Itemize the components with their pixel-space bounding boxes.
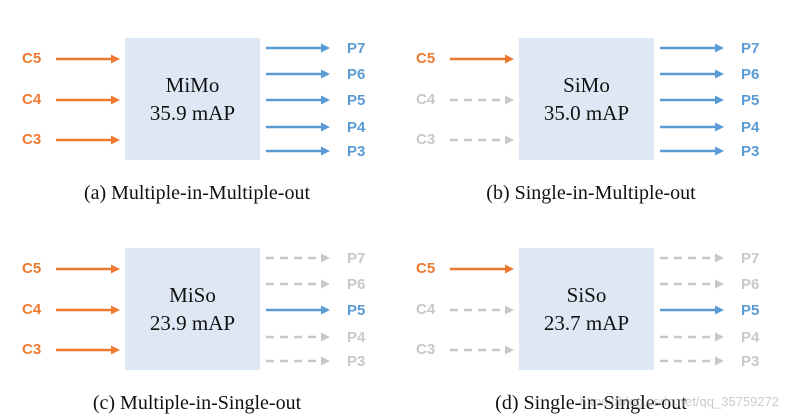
- input-label-c3: C3: [416, 341, 436, 358]
- input-arrow-c4: [450, 305, 514, 315]
- output-arrow-p4: [660, 332, 724, 342]
- module-box: MiMo 35.9 mAP: [125, 38, 260, 160]
- output-label-p5: P5: [347, 302, 366, 319]
- output-arrow-p3: [266, 356, 330, 366]
- input-arrow-c3: [56, 135, 120, 145]
- output-label-p3: P3: [741, 353, 760, 370]
- module-name: SiMo: [563, 73, 610, 97]
- input-arrow-c4: [450, 95, 514, 105]
- output-arrow-p5: [660, 95, 724, 105]
- output-label-p7: P7: [347, 250, 366, 267]
- output-arrow-p7: [266, 253, 330, 263]
- input-label-c3: C3: [416, 131, 436, 148]
- output-arrow-p5: [266, 95, 330, 105]
- output-label-p4: P4: [347, 329, 366, 346]
- output-arrow-p7: [660, 253, 724, 263]
- module-box: MiSo 23.9 mAP: [125, 248, 260, 370]
- input-label-c3: C3: [22, 131, 42, 148]
- input-arrow-c4: [56, 95, 120, 105]
- input-label-c4: C4: [416, 91, 436, 108]
- output-label-p6: P6: [741, 66, 760, 83]
- panel-arrows: [56, 43, 330, 156]
- input-arrow-c5: [450, 264, 514, 274]
- input-label-c4: C4: [416, 301, 436, 318]
- panel-caption: (b) Single-in-Multiple-out: [486, 182, 696, 204]
- output-arrow-p6: [660, 279, 724, 289]
- input-arrow-c3: [450, 135, 514, 145]
- input-arrow-c3: [56, 345, 120, 355]
- module-name: MiSo: [169, 283, 216, 307]
- module-map-score: 35.0 mAP: [543, 101, 630, 125]
- output-label-p6: P6: [741, 276, 760, 293]
- output-arrow-p5: [266, 305, 330, 315]
- panel-caption: (c) Multiple-in-Single-out: [92, 392, 302, 414]
- output-label-p3: P3: [347, 143, 366, 160]
- panel-caption: (d) Single-in-Single-out: [495, 392, 687, 414]
- panel-arrows: [450, 43, 724, 156]
- input-arrow-c4: [56, 305, 120, 315]
- panel-arrows: [56, 253, 330, 366]
- output-arrow-p5: [660, 305, 724, 315]
- output-arrow-p7: [660, 43, 724, 53]
- input-label-c5: C5: [22, 50, 42, 67]
- panel-caption: (a) Multiple-in-Multiple-out: [83, 182, 311, 204]
- input-label-c4: C4: [22, 91, 42, 108]
- output-arrow-p6: [660, 69, 724, 79]
- input-label-c5: C5: [22, 260, 42, 277]
- output-arrow-p4: [660, 122, 724, 132]
- output-label-p6: P6: [347, 276, 366, 293]
- panel-arrows: [450, 253, 724, 366]
- output-label-p7: P7: [741, 40, 760, 57]
- output-arrow-p6: [266, 279, 330, 289]
- module-name: MiMo: [165, 73, 220, 97]
- output-arrow-p4: [266, 122, 330, 132]
- output-label-p5: P5: [741, 302, 760, 319]
- output-label-p4: P4: [741, 329, 760, 346]
- output-arrow-p3: [660, 146, 724, 156]
- output-arrow-p7: [266, 43, 330, 53]
- input-arrow-c3: [450, 345, 514, 355]
- output-label-p4: P4: [741, 119, 760, 136]
- output-arrow-p3: [660, 356, 724, 366]
- module-box: SiSo 23.7 mAP: [519, 248, 654, 370]
- input-label-c5: C5: [416, 50, 436, 67]
- output-label-p4: P4: [347, 119, 366, 136]
- input-arrow-c5: [450, 54, 514, 64]
- input-label-c3: C3: [22, 341, 42, 358]
- output-label-p5: P5: [741, 92, 760, 109]
- input-arrow-c5: [56, 264, 120, 274]
- module-map-score: 23.7 mAP: [543, 311, 630, 335]
- module-name: SiSo: [566, 283, 607, 307]
- input-label-c5: C5: [416, 260, 436, 277]
- output-label-p5: P5: [347, 92, 366, 109]
- input-arrow-c5: [56, 54, 120, 64]
- output-label-p3: P3: [741, 143, 760, 160]
- output-label-p3: P3: [347, 353, 366, 370]
- output-arrow-p4: [266, 332, 330, 342]
- output-arrow-p6: [266, 69, 330, 79]
- module-map-score: 35.9 mAP: [149, 101, 236, 125]
- output-arrow-p3: [266, 146, 330, 156]
- output-label-p7: P7: [347, 40, 366, 57]
- watermark: https://blog.csdn.net/qq_35759272: [579, 394, 780, 409]
- output-label-p6: P6: [347, 66, 366, 83]
- input-label-c4: C4: [22, 301, 42, 318]
- module-box: SiMo 35.0 mAP: [519, 38, 654, 160]
- output-label-p7: P7: [741, 250, 760, 267]
- module-map-score: 23.9 mAP: [149, 311, 236, 335]
